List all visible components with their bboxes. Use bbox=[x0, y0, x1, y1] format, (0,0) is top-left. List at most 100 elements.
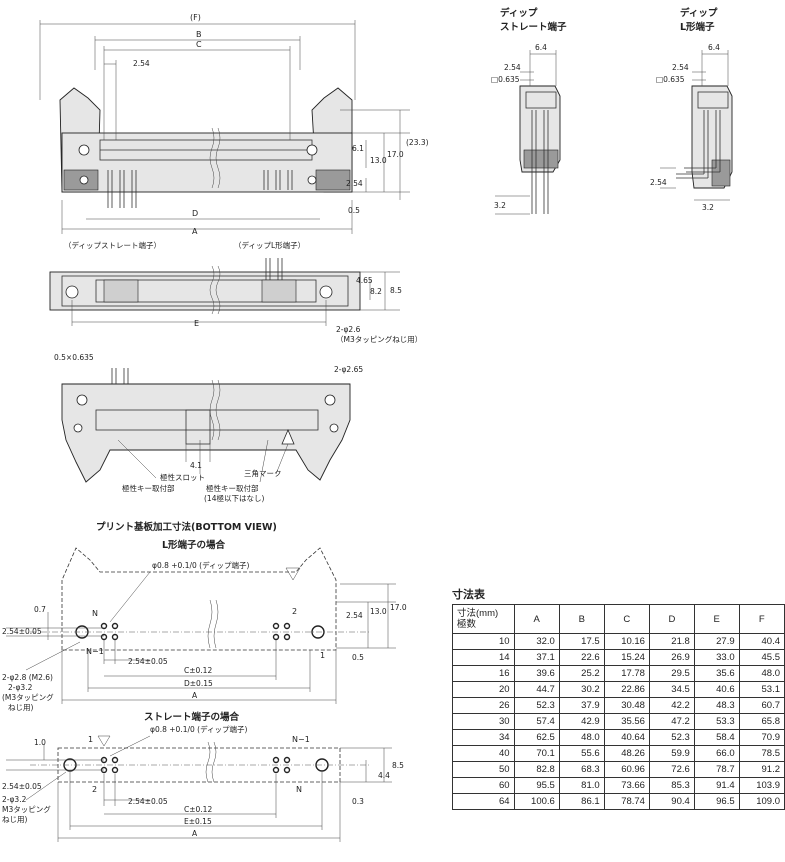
dim-17-0-label: 17.0 bbox=[387, 150, 404, 159]
table-cell-D: 34.5 bbox=[648, 681, 695, 698]
row-poles-cell: 16 bbox=[452, 665, 515, 682]
dip-l-2-54-label: 2.54 bbox=[672, 63, 689, 72]
table-cell-B: 17.5 bbox=[558, 633, 605, 650]
table-cell-D: 21.8 bbox=[648, 633, 695, 650]
table-cell-F: 91.2 bbox=[738, 761, 785, 778]
s-Ctol-label: C±0.12 bbox=[184, 805, 212, 814]
l-dim-13-0: 13.0 bbox=[370, 607, 387, 616]
row-poles-cell: 30 bbox=[452, 713, 515, 730]
table-cell-B: 42.9 bbox=[558, 713, 605, 730]
row-poles-cell: 64 bbox=[452, 793, 515, 810]
table-cell-E: 27.9 bbox=[693, 633, 740, 650]
s-dim-0-3: 0.3 bbox=[352, 797, 364, 806]
table-cell-A: 37.1 bbox=[513, 649, 560, 666]
table-cell-C: 15.24 bbox=[603, 649, 650, 666]
s-pin-2-label: 2 bbox=[92, 785, 97, 794]
dim-4-1-label: 4.1 bbox=[190, 461, 202, 470]
dip-l-title-line1: ディップ bbox=[680, 7, 718, 19]
polarity-key-label-2: 極性キー取付部 bbox=[206, 483, 259, 493]
table-cell-A: 52.3 bbox=[513, 697, 560, 714]
l-holes-28-label: 2-φ2.8 (M2.6) bbox=[2, 673, 53, 682]
s-holes-32-note-1: M3タッピング bbox=[2, 804, 51, 814]
l-Dtol-label: D±0.15 bbox=[184, 679, 213, 688]
table-cell-B: 48.0 bbox=[558, 729, 605, 746]
dim-8-2-label: 8.2 bbox=[370, 287, 382, 296]
row-poles-cell: 14 bbox=[452, 649, 515, 666]
table-cell-E: 91.4 bbox=[693, 777, 740, 794]
pcb-straight-terminal: ストレート端子の場合 1.0 2.54 bbox=[2, 711, 404, 842]
table-corner-cell: 寸法(mm) 極数 bbox=[452, 604, 515, 634]
table-cell-B: 37.9 bbox=[558, 697, 605, 714]
col-header-B: B bbox=[558, 604, 605, 634]
table-cell-E: 33.0 bbox=[693, 649, 740, 666]
table-cell-B: 30.2 bbox=[558, 681, 605, 698]
s-pin-N-label: N bbox=[296, 785, 302, 794]
row-poles-cell: 26 bbox=[452, 697, 515, 714]
s-dim-4-4: 4.4 bbox=[378, 771, 390, 780]
dip-straight-side-view: ディップ ストレート端子 6.4 2.54 □0.635 3.2 bbox=[491, 7, 567, 215]
l-dim-2-54-right: 2.54 bbox=[346, 611, 363, 620]
table-cell-F: 70.9 bbox=[738, 729, 785, 746]
dim-A-label: A bbox=[192, 227, 198, 236]
dim-6-1-label: 6.1 bbox=[352, 144, 364, 153]
table-cell-C: 60.96 bbox=[603, 761, 650, 778]
row-poles-cell: 40 bbox=[452, 745, 515, 762]
dip-l-side-view: ディップ L形端子 6.4 2.54 □0.635 2.54 3.2 bbox=[650, 7, 733, 212]
tap-note-label-2: （M3タッピングねじ用） bbox=[336, 334, 422, 344]
l-pad-grid bbox=[100, 622, 291, 641]
table-cell-E: 40.6 bbox=[693, 681, 740, 698]
table-cell-C: 30.48 bbox=[603, 697, 650, 714]
dip-straight-title-line2: ストレート端子 bbox=[500, 21, 567, 33]
row-poles-cell: 20 bbox=[452, 681, 515, 698]
table-cell-A: 95.5 bbox=[513, 777, 560, 794]
s-holes-32-note-2: ねじ用) bbox=[2, 815, 27, 824]
straight-case-title: ストレート端子の場合 bbox=[144, 711, 240, 723]
s-dim-pitch-side-label: 2.54±0.05 bbox=[2, 782, 42, 791]
l-pitch-label: 2.54±0.05 bbox=[128, 657, 168, 666]
dip-l-title-line2: L形端子 bbox=[680, 21, 715, 33]
table-cell-F: 60.7 bbox=[738, 697, 785, 714]
table-cell-D: 47.2 bbox=[648, 713, 695, 730]
rear-view: 0.5×0.635 2-φ2.65 4.1 極性スロット 極性キー取付部 三角マ… bbox=[54, 353, 363, 503]
table-cell-F: 45.5 bbox=[738, 649, 785, 666]
triangle-mark-label: 三角マーク bbox=[244, 468, 282, 478]
polarity-key-note-label: (14極以下はなし) bbox=[204, 493, 264, 503]
pcb-title: プリント基板加工寸法(BOTTOM VIEW) bbox=[96, 521, 277, 533]
table-cell-F: 48.0 bbox=[738, 665, 785, 682]
table-cell-B: 86.1 bbox=[558, 793, 605, 810]
l-pin-2-label: 2 bbox=[292, 607, 297, 616]
table-cell-F: 53.1 bbox=[738, 681, 785, 698]
polarity-key-label: 極性キー取付部 bbox=[122, 483, 175, 493]
holes-2-65-label: 2-φ2.65 bbox=[334, 365, 363, 374]
dip-l-6-4-label: 6.4 bbox=[708, 43, 720, 52]
table-cell-D: 85.3 bbox=[648, 777, 695, 794]
table-cell-A: 44.7 bbox=[513, 681, 560, 698]
s-Etol-label: E±0.15 bbox=[184, 817, 212, 826]
front-view: (F) B C 2.54 D A 6.1 13.0 17.0 (23.3) 2.… bbox=[39, 13, 429, 236]
table-cell-D: 59.9 bbox=[648, 745, 695, 762]
l-dim-17-0: 17.0 bbox=[390, 603, 407, 612]
l-pin-1-label: 1 bbox=[320, 651, 325, 660]
l-pin-N-label: N bbox=[92, 609, 98, 618]
table-cell-A: 82.8 bbox=[513, 761, 560, 778]
table-cell-C: 48.26 bbox=[603, 745, 650, 762]
table-cell-B: 81.0 bbox=[558, 777, 605, 794]
top-view-E-label: E bbox=[194, 319, 199, 328]
col-header-F: F bbox=[738, 604, 785, 634]
table-header-row: 寸法(mm) 極数 A B C D E F bbox=[452, 604, 785, 634]
top-view: （ディップストレート端子） （ディップL形端子） E 4.65 8.2 8.5 … bbox=[49, 240, 422, 344]
pin-dim-label: 0.5×0.635 bbox=[54, 353, 94, 362]
table-cell-A: 32.0 bbox=[513, 633, 560, 650]
row-poles-cell: 50 bbox=[452, 761, 515, 778]
dim-C-label: C bbox=[196, 40, 202, 49]
table-cell-C: 73.66 bbox=[603, 777, 650, 794]
dim-8-5-top-label: 8.5 bbox=[390, 286, 402, 295]
